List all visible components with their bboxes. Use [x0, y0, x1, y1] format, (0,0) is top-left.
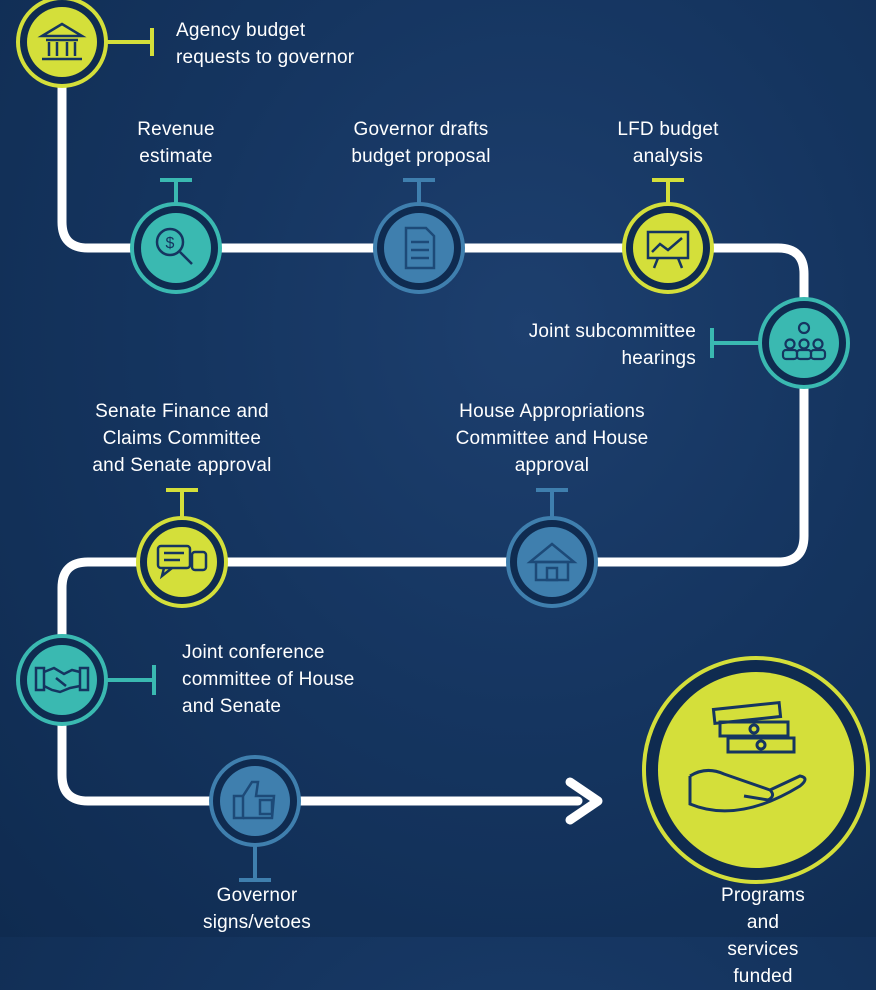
handshake-icon — [34, 666, 90, 694]
budget-process-diagram: $ — [16, 0, 870, 884]
magnifier-dollar-icon: $ — [155, 227, 193, 265]
step-label-joint-sub: Joint subcommittee hearings — [528, 321, 696, 369]
node-funded — [642, 656, 870, 884]
step-label-conference: Joint conference committee of House and … — [182, 642, 355, 717]
node-senate — [136, 516, 228, 608]
people-group-icon — [781, 321, 827, 361]
capitol-building-icon — [37, 22, 87, 61]
presentation-board-icon — [646, 230, 690, 269]
step-label-governor-drafts: Governor drafts budget proposal — [351, 119, 491, 167]
step-label-house: House Appropriations Committee and House… — [455, 401, 649, 476]
node-house — [506, 516, 598, 608]
process-path — [57, 0, 809, 806]
step-label-revenue: Revenue estimate — [137, 119, 215, 167]
node-governor-drafts — [373, 202, 465, 294]
step-label-funded: Programs and services funded — [721, 885, 805, 987]
node-revenue: $ — [130, 202, 222, 294]
step-label-agency: Agency budget requests to governor — [176, 20, 355, 68]
node-agency — [16, 0, 108, 88]
svg-text:$: $ — [166, 235, 175, 252]
step-label-senate: Senate Finance and Claims Committee and … — [92, 401, 272, 476]
money-hand-icon — [688, 700, 807, 813]
document-icon — [404, 226, 436, 270]
thumbs-up-icon — [232, 780, 276, 820]
step-label-governor-signs: Governor signs/vetoes — [202, 885, 312, 933]
node-joint-sub — [758, 297, 850, 389]
node-lfd — [622, 202, 714, 294]
node-governor-signs — [209, 755, 301, 847]
arrow-head — [565, 777, 603, 825]
step-label-lfd: LFD budget analysis — [617, 119, 719, 167]
node-conference — [16, 634, 108, 726]
house-icon — [526, 542, 578, 582]
speech-bubbles-icon — [156, 544, 208, 580]
